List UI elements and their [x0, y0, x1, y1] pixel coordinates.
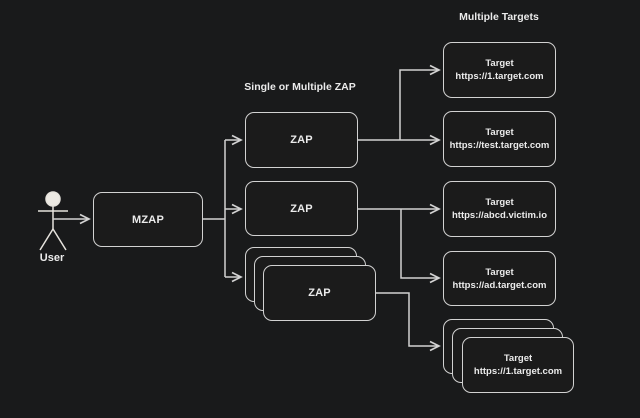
node-target-5: Target https://1.target.com: [462, 337, 574, 393]
node-target-1-url: https://1.target.com: [455, 71, 544, 82]
connector-zap1-target1: [399, 64, 441, 140]
node-zap-1-label: ZAP: [290, 134, 313, 146]
node-target-5-title: Target: [503, 353, 533, 364]
user-legs: [39, 228, 67, 251]
user-head: [45, 191, 61, 207]
connector-zap2-target4: [400, 209, 441, 284]
node-mzap-label: MZAP: [132, 213, 164, 226]
label-zap-column: Single or Multiple ZAP: [244, 81, 356, 93]
node-mzap: MZAP: [93, 192, 203, 247]
node-target-3: Target https://abcd.victim.io: [443, 181, 556, 237]
node-target-4: Target https://ad.target.com: [443, 251, 556, 306]
node-zap-2: ZAP: [245, 181, 358, 236]
node-target-5-url: https://1.target.com: [473, 366, 563, 377]
node-target-3-url: https://abcd.victim.io: [451, 210, 547, 221]
node-zap-1: ZAP: [245, 112, 358, 168]
node-target-2-url: https://test.target.com: [449, 140, 550, 151]
node-zap-3-label: ZAP: [308, 287, 331, 299]
user-actor-figure: [38, 191, 68, 251]
node-zap-2-label: ZAP: [290, 202, 313, 215]
node-target-1: Target https://1.target.com: [443, 42, 556, 98]
node-target-1-title: Target: [485, 58, 514, 69]
connector-zap3-target5: [376, 292, 441, 352]
node-zap-3: ZAP: [263, 265, 376, 321]
node-target-2: Target https://test.target.com: [443, 111, 556, 167]
node-target-4-url: https://ad.target.com: [452, 279, 547, 291]
node-target-4-title: Target: [485, 266, 514, 278]
node-target-3-title: Target: [485, 197, 514, 208]
label-target-column: Multiple Targets: [459, 11, 539, 23]
node-target-2-title: Target: [485, 127, 514, 138]
user-label: User: [39, 252, 65, 264]
